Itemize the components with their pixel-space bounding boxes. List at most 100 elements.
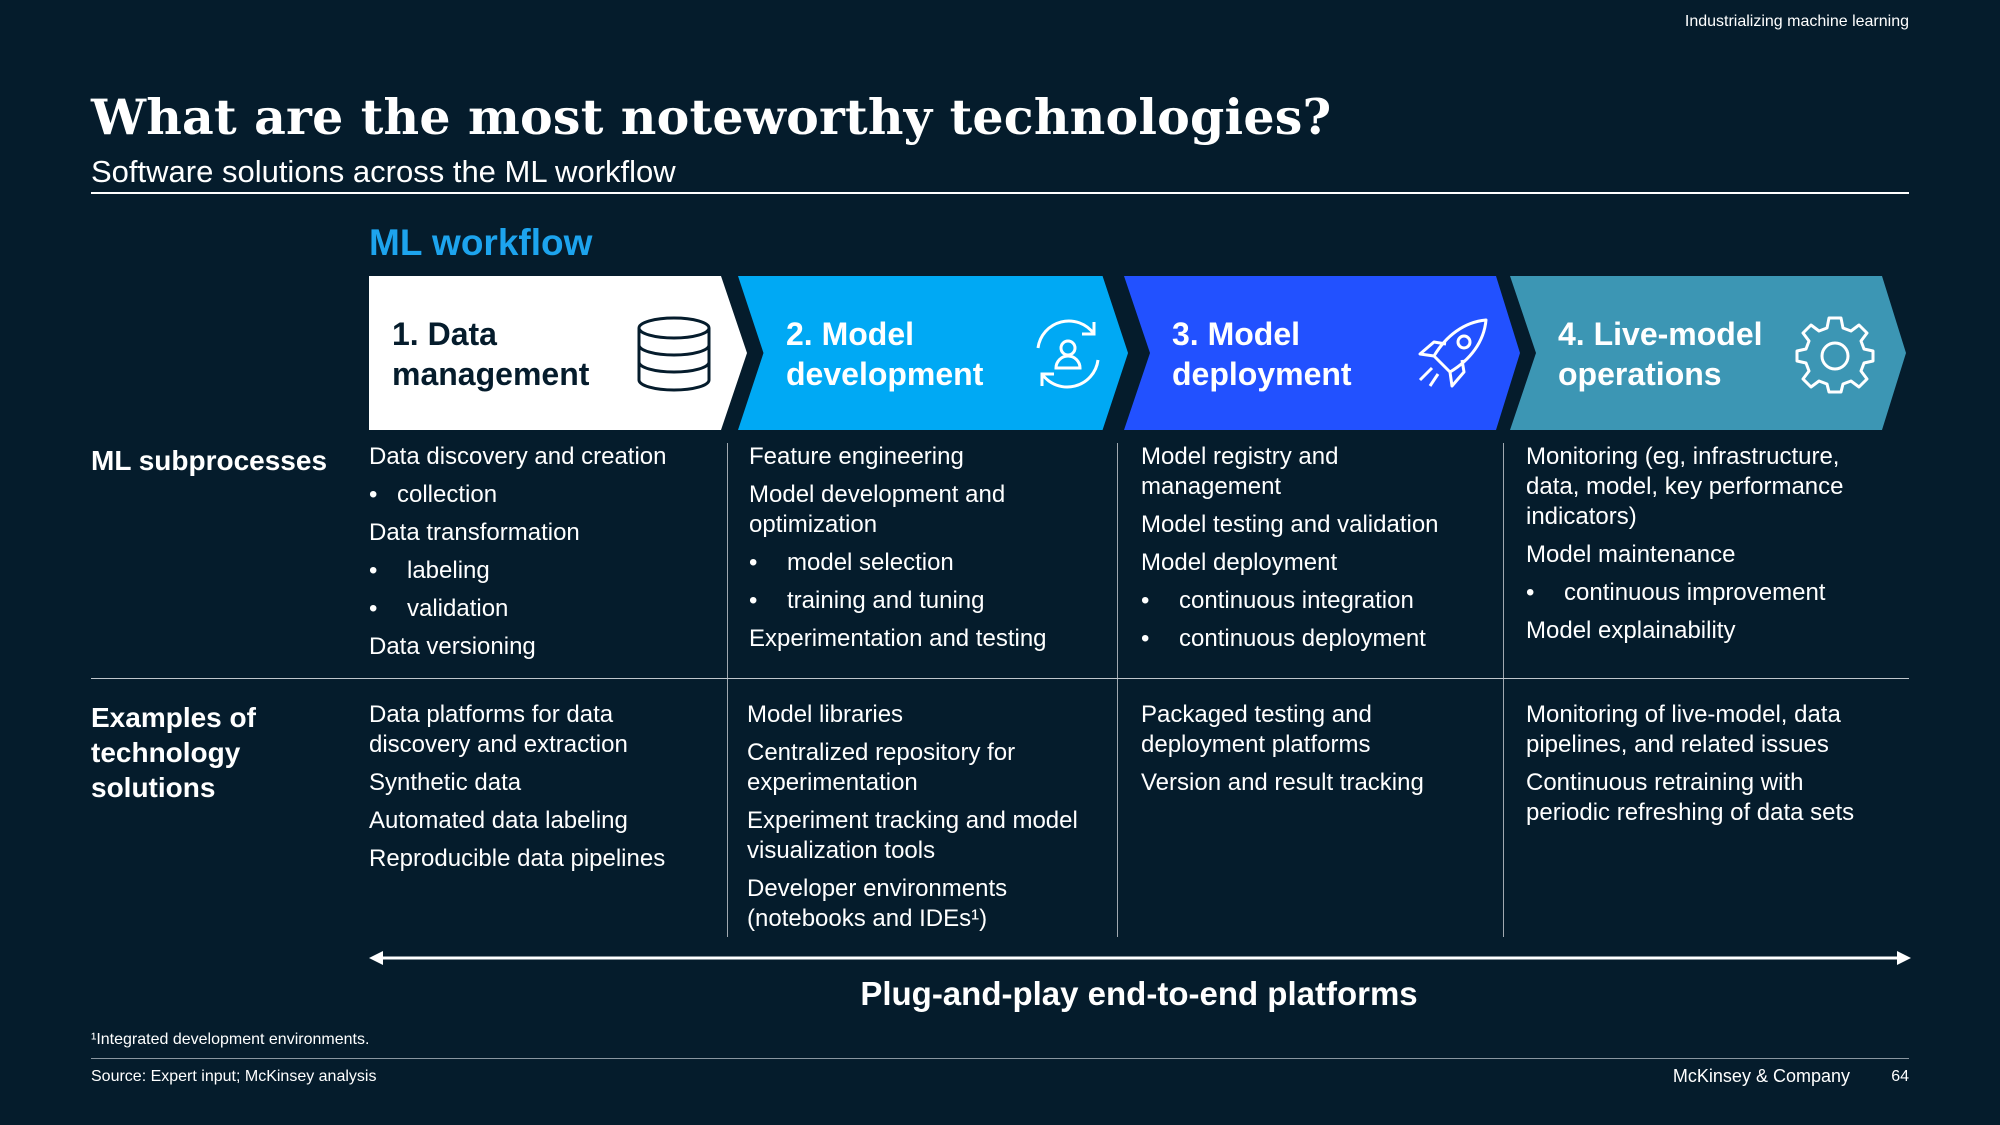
step-title-line2: management [392,356,590,392]
step-title: 2. Model development [786,314,983,394]
chevron-shape [369,276,747,430]
subprocess-bullet: • training and tuning [749,586,1104,616]
bullet-dot: • [1141,587,1150,614]
subprocess-column-3: Model registry and management Model test… [1141,442,1491,662]
footnote: ¹Integrated development environments. [91,1031,370,1048]
header-tag: Industrializing machine learning [1684,13,1909,30]
step-title-line2: development [786,356,984,392]
source-note: Source: Expert input; McKinsey analysis [91,1068,377,1085]
example-item: Automated data labeling [369,807,628,834]
subprocess-item: Model maintenance [1526,541,1736,568]
step-title-line1: 1. Data [392,316,497,352]
subprocess-bullet: • model selection [749,548,1104,578]
step-live-model-operations: 4. Live-model operations [1510,276,1906,430]
double-arrow [369,950,1911,971]
subprocess-column-2: Feature engineering Model development an… [749,442,1104,662]
chevron-shape [1124,276,1520,430]
subprocess-item: Model deployment [1141,549,1338,576]
example-item: Monitoring of live-model, data pipelines… [1526,701,1841,758]
subprocess-bullet: • continuous improvement [1526,578,1886,608]
bullet-text: collection [397,481,498,508]
example-item: Experiment tracking and model visualizat… [747,807,1078,864]
bullet-text: training and tuning [787,587,985,614]
page-subtitle: Software solutions across the ML workflo… [91,154,676,189]
subprocess-bullet: • validation [369,594,714,624]
step-title-line2: deployment [1172,356,1352,392]
step-model-development: 2. Model development [738,276,1128,430]
refresh-user-icon [1028,314,1108,394]
database-icon [634,314,714,394]
example-item: Reproducible data pipelines [369,845,666,872]
subprocess-column-1: Data discovery and creation •collection … [369,442,714,670]
subprocess-column-4: Monitoring (eg, infrastructure, data, mo… [1526,442,1886,654]
step-model-deployment: 3. Model deployment [1124,276,1520,430]
example-item: Data platforms for data discovery and ex… [369,701,628,758]
subprocess-bullet: • continuous integration [1141,586,1491,616]
example-item: Synthetic data [369,769,522,796]
subprocess-item: Monitoring (eg, infrastructure, data, mo… [1526,443,1844,530]
step-data-management: 1. Data management [369,276,759,430]
bullet-dot: • [749,587,758,614]
chevron-shape [1510,276,1906,430]
step-title: 1. Data management [392,314,589,394]
row-label-examples: Examples of technology solutions [91,700,256,805]
example-item: Centralized repository for experimentati… [747,739,1016,796]
subprocess-item: Model development and optimization [749,481,1006,538]
row-divider [91,678,1909,679]
rocket-icon [1412,314,1492,394]
example-item: Developer environments (notebooks and ID… [747,875,1008,932]
bullet-text: labeling [407,557,490,584]
bullet-text: model selection [787,549,954,576]
subprocess-item: Data transformation [369,519,580,546]
subprocess-item: Data versioning [369,633,536,660]
step-title-line1: 3. Model [1172,316,1301,352]
subprocess-item: Data discovery and creation [369,443,667,470]
page-number: 64 [1891,1068,1909,1085]
chevron-shape [738,276,1128,430]
row-label-line: solutions [91,772,216,803]
examples-column-3: Packaged testing and deployment platform… [1141,700,1491,806]
example-item: Model libraries [747,701,904,728]
examples-column-2: Model libraries Centralized repository f… [747,700,1102,942]
examples-column-4: Monitoring of live-model, data pipelines… [1526,700,1886,836]
bullet-text: validation [407,595,509,622]
example-item: Version and result tracking [1141,769,1424,796]
bullet-dot: • [369,557,378,584]
subprocess-bullet: • continuous deployment [1141,624,1491,654]
row-label-subprocesses: ML subprocesses [91,445,328,476]
step-title: 4. Live-model operations [1558,314,1763,394]
bullet-dot: • [369,595,378,622]
bullet-dot: • [1526,579,1535,606]
bullet-text: continuous deployment [1179,625,1426,652]
example-item: Packaged testing and deployment platform… [1141,701,1372,758]
bullet-text: continuous improvement [1564,579,1826,606]
step-title-line1: 4. Live-model [1558,316,1763,352]
title-divider [91,192,1909,194]
column-divider [1503,443,1504,937]
workflow-label: ML workflow [369,222,593,263]
subprocess-item: Model registry and management [1141,443,1339,500]
step-title-line1: 2. Model [786,316,915,352]
subprocess-item: Feature engineering [749,443,964,470]
subprocess-item: Model testing and validation [1141,511,1439,538]
bullet-dot: • [1141,625,1150,652]
company-name: McKinsey & Company [1672,1066,1850,1086]
subprocess-item: Experimentation and testing [749,625,1047,652]
step-title: 3. Model deployment [1172,314,1352,394]
subprocess-item: Model explainability [1526,617,1736,644]
bullet-text: continuous integration [1179,587,1414,614]
footer-divider [91,1058,1909,1059]
bullet-dot: • [369,481,378,508]
row-label-line: Examples of [91,702,256,733]
column-divider [727,443,728,937]
subprocess-bullet: • labeling [369,556,714,586]
step-title-line2: operations [1558,356,1722,392]
subprocess-bullet: • collection [369,480,714,510]
gear-icon [1795,314,1875,394]
example-item: Continuous retraining with periodic refr… [1526,769,1855,826]
column-divider [1117,443,1118,937]
page-title: What are the most noteworthy technologie… [91,88,1332,146]
bullet-dot: • [749,549,758,576]
platforms-label: Plug-and-play end-to-end platforms [860,975,1418,1012]
row-label-line: technology [91,737,241,768]
